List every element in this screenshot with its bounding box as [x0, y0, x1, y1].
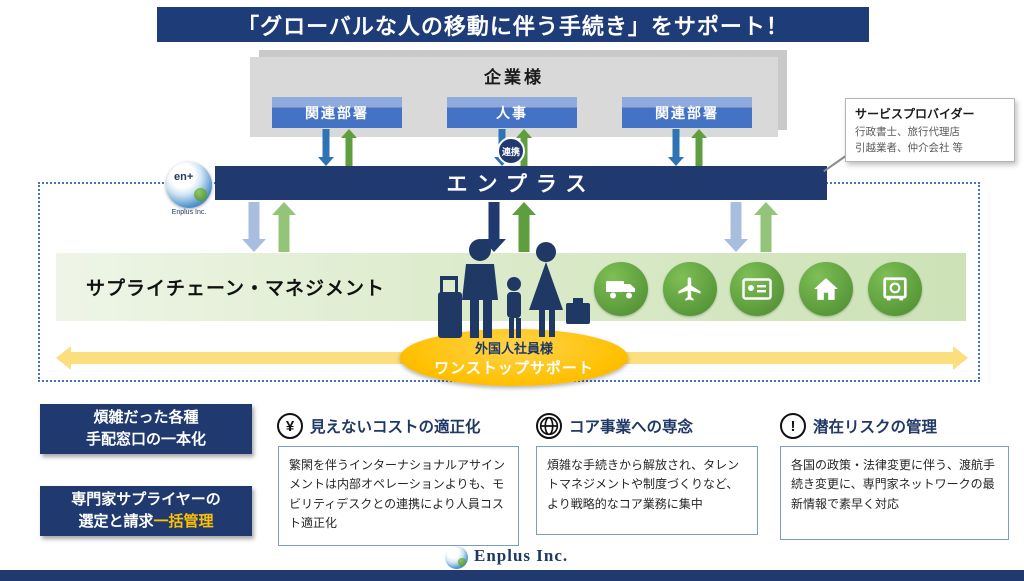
enplus-logo-icon: en+ [166, 162, 212, 208]
id-card-icon [730, 262, 784, 316]
benefit-heading-core: コア事業への専念 [536, 413, 693, 439]
company-label: 企業様 [484, 68, 544, 87]
onestop-line1: 外国人社員様 [474, 340, 553, 356]
benefit-body-cost: 繁閑を伴うインターナショナルアサインメントは内部オペレーションよりも、モビリティ… [278, 446, 519, 546]
service-provider-title: サービスプロバイダー [855, 107, 975, 121]
house-icon [799, 262, 853, 316]
benefit-box-line: 手配窓口の一本化 [85, 431, 206, 448]
benefit-title: 見えないコストの適正化 [310, 419, 481, 436]
benefit-title: 潜在リスクの管理 [813, 419, 938, 436]
benefit-box-line: 専門家サプライヤーの [71, 490, 221, 508]
up-arrow-icon [691, 129, 707, 166]
supply-chain-label: サプライチェーン・マネジメント [86, 278, 386, 300]
enplus-logo-caption: Enplus Inc. [171, 209, 207, 216]
up-arrow-icon [341, 129, 357, 166]
benefit-box-line: 煩雑だった各種 [93, 408, 199, 426]
up-arrow-icon [511, 202, 537, 252]
benefit-title: コア事業への専念 [569, 419, 694, 436]
highlight-text: 一括管理 [153, 513, 214, 530]
benefit-box-billing: 専門家サプライヤーの 選定と請求一括管理 [40, 486, 252, 536]
up-arrow-icon [753, 202, 779, 252]
truck-icon [594, 262, 648, 316]
benefit-box-line: 選定と請求一括管理 [78, 513, 214, 530]
benefit-body-core: 煩雑な手続きから解放され、タレントマネジメントや制度づくりなど、より戦略的なコア… [536, 446, 758, 535]
airplane-icon [663, 262, 717, 316]
dept-box-right: 関連部署 [622, 97, 752, 128]
dept-box-hr: 人事 [447, 97, 577, 128]
onestop-support-badge: 外国人社員様 ワンストップサポート [400, 329, 628, 386]
renkei-badge: 連携 [497, 137, 525, 165]
benefit-heading-cost: ¥ 見えないコストの適正化 [277, 413, 481, 439]
yen-icon: ¥ [277, 413, 303, 439]
bottom-accent-bar [0, 570, 1024, 581]
down-arrow-icon [241, 202, 267, 252]
benefit-heading-risk: ! 潜在リスクの管理 [780, 413, 937, 439]
down-arrow-icon [318, 129, 334, 166]
exclamation-icon: ! [780, 413, 806, 439]
safe-icon [868, 262, 922, 316]
enplus-logo-mark: en+ [174, 171, 194, 183]
service-provider-line: 引越業者、仲介会社 等 [855, 141, 963, 154]
service-provider-box: サービスプロバイダー 行政書士、旅行代理店 引越業者、仲介会社 等 [845, 98, 1015, 162]
down-arrow-icon [723, 202, 749, 252]
benefit-box-consolidation: 煩雑だった各種 手配窓口の一本化 [40, 404, 252, 454]
onestop-line2: ワンストップサポート [434, 359, 594, 377]
globe-icon [536, 413, 562, 439]
footer-logo-icon [445, 546, 468, 569]
dept-box-left: 関連部署 [272, 97, 402, 128]
benefit-body-risk: 各国の政策・法律変更に伴う、渡航手続き変更に、専門家ネットワークの最新情報で素早… [780, 446, 1009, 540]
page-title: 「グローバルな人の移動に伴う手続き」をサポート！ [157, 7, 869, 42]
footer-company-name: Enplus Inc. [474, 546, 569, 565]
enplus-bar: エンプラス [215, 166, 827, 200]
down-arrow-icon [668, 129, 684, 166]
travelers-family-icon [428, 234, 592, 351]
up-arrow-icon [271, 202, 297, 252]
service-provider-line: 行政書士、旅行代理店 [855, 126, 960, 138]
